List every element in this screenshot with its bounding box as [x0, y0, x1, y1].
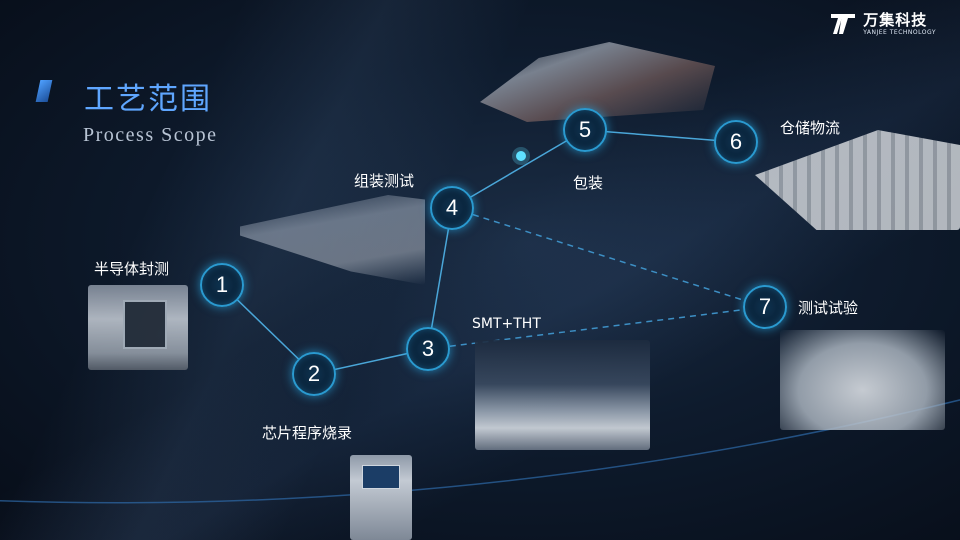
flow-dot-glow	[512, 147, 530, 165]
logo-mark-icon	[831, 14, 856, 34]
smt-line-image	[475, 340, 650, 450]
label-warehouse-logistics: 仓储物流	[780, 119, 841, 137]
company-logo: 万集科技 YANJEE TECHNOLOGY	[829, 10, 936, 38]
node-3[interactable]: 3	[406, 327, 450, 371]
link-4-7	[451, 207, 766, 308]
flow-dot	[516, 151, 526, 161]
logo-cn-text: 万集科技	[863, 10, 928, 29]
label-testing-experiment: 测试试验	[798, 299, 859, 317]
link-4-5	[451, 129, 586, 209]
node-1[interactable]: 1	[200, 263, 244, 307]
logo-en-text: YANJEE TECHNOLOGY	[863, 28, 936, 36]
test-lab-image	[780, 330, 945, 430]
node-7[interactable]: 7	[743, 285, 787, 329]
label-semiconductor: 半导体封测	[94, 260, 170, 278]
node-4[interactable]: 4	[430, 186, 474, 230]
node-2[interactable]: 2	[292, 352, 336, 396]
label-chip-programming: 芯片程序烧录	[262, 424, 353, 442]
label-assembly-test: 组装测试	[354, 172, 415, 190]
chip-programmer-image	[350, 455, 412, 540]
link-5-6	[584, 129, 737, 143]
label-smt-tht: SMT+THT	[472, 316, 541, 332]
node-6[interactable]: 6	[714, 120, 758, 164]
node-5[interactable]: 5	[563, 108, 607, 152]
link-3-4	[427, 207, 453, 350]
page-title: 工艺范围	[84, 82, 212, 117]
page-subtitle: Process Scope	[83, 124, 218, 146]
label-packaging: 包装	[573, 174, 604, 192]
semiconductor-machine-image	[88, 285, 188, 370]
